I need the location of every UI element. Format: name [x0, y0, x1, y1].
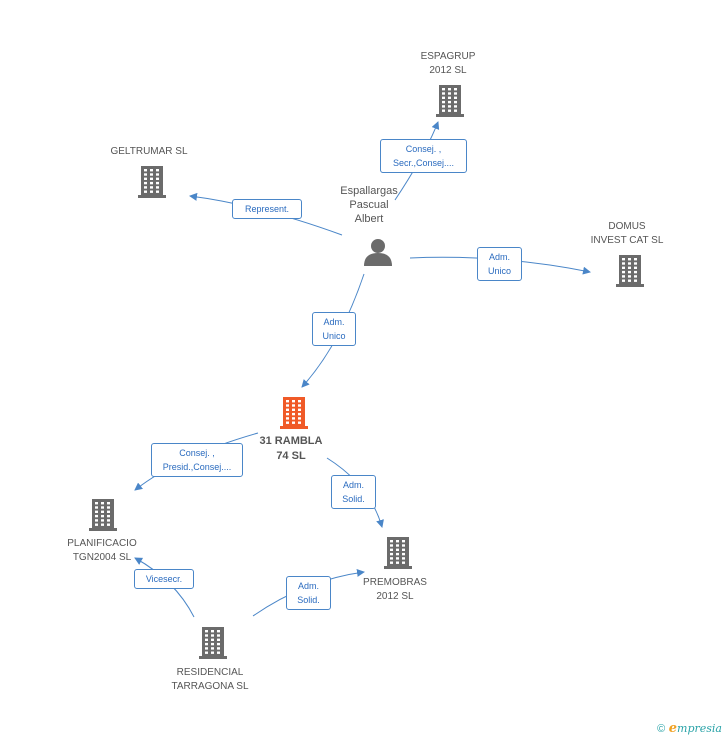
edge-label-line: Unico — [322, 331, 346, 341]
edge-label-rambla-to-premobras[interactable]: Adm. Solid. — [331, 475, 376, 509]
building-icon-rambla[interactable] — [280, 397, 308, 429]
edge-label-line: Solid. — [342, 494, 365, 504]
node-label-line: Pascual — [349, 199, 389, 211]
edge-label-line: Secr.,Consej.... — [392, 158, 455, 168]
edge-label-line: Adm. — [342, 480, 364, 490]
node-label-domus[interactable]: DOMUS INVEST CAT SL — [577, 220, 677, 248]
node-label-premobras[interactable]: PREMOBRAS 2012 SL — [345, 576, 445, 604]
building-icon-planificacio[interactable] — [89, 499, 117, 531]
copyright-symbol: © — [657, 723, 666, 735]
building-icon-geltrumar[interactable] — [138, 166, 166, 198]
brand-footer[interactable]: © empresia — [657, 721, 722, 736]
node-label-line: 2012 SL — [376, 591, 414, 602]
edge-label-to-espagrup[interactable]: Consej. , Secr.,Consej.... — [380, 139, 467, 173]
node-label-line: Albert — [354, 213, 384, 225]
edge-label-to-geltrumar[interactable]: Represent. — [232, 199, 302, 219]
edge-label-to-domus[interactable]: Adm. Unico — [477, 247, 522, 281]
node-label-line: 74 SL — [276, 450, 306, 462]
node-label-line: GELTRUMAR SL — [110, 146, 188, 157]
edge-label-line: Vicesecr. — [145, 574, 183, 584]
edge-label-line: Represent. — [244, 204, 290, 214]
node-label-line: DOMUS — [608, 221, 646, 232]
node-label-line: Espallargas — [340, 185, 398, 197]
node-label-rambla[interactable]: 31 RAMBLA 74 SL — [241, 434, 341, 464]
building-icon-espagrup[interactable] — [436, 85, 464, 117]
edge-label-rambla-to-planificacio[interactable]: Consej. , Presid.,Consej.... — [151, 443, 243, 477]
brand-logo-e: e — [668, 721, 678, 736]
node-label-line: 2012 SL — [429, 65, 467, 76]
node-label-geltrumar[interactable]: GELTRUMAR SL — [99, 145, 199, 159]
edge-label-line: Consej. , — [179, 448, 215, 458]
edge-label-line: Unico — [487, 266, 511, 276]
edge-label-line: Solid. — [297, 595, 320, 605]
building-icon-domus[interactable] — [616, 255, 644, 287]
edge-label-line: Adm. — [488, 252, 510, 262]
brand-logo-text: mpresia — [677, 722, 722, 735]
building-icon-residencial[interactable] — [199, 627, 227, 659]
edge-label-line: Adm. — [323, 317, 345, 327]
node-label-line: TGN2004 SL — [72, 552, 132, 563]
node-label-line: ESPAGRUP — [420, 51, 476, 62]
edge-label-line: Consej. , — [405, 144, 442, 154]
person-icon-espallargas[interactable] — [364, 239, 392, 266]
node-label-line: PREMOBRAS — [363, 577, 427, 588]
edge-label-line: Presid.,Consej.... — [162, 462, 232, 472]
node-label-espagrup[interactable]: ESPAGRUP 2012 SL — [398, 50, 498, 78]
node-label-line: RESIDENCIAL — [176, 667, 244, 678]
node-label-line: 31 RAMBLA — [259, 435, 323, 447]
node-label-line: TARRAGONA SL — [171, 681, 249, 692]
edge-label-to-rambla[interactable]: Adm. Unico — [312, 312, 356, 346]
node-label-planificacio[interactable]: PLANIFICACIO TGN2004 SL — [52, 537, 152, 565]
edge-label-residencial-to-premobras[interactable]: Adm. Solid. — [286, 576, 331, 610]
edge-label-line: Adm. — [297, 581, 319, 591]
node-label-line: INVEST CAT SL — [590, 235, 664, 246]
edge-label-residencial-to-planificacio[interactable]: Vicesecr. — [134, 569, 194, 589]
node-label-espallargas[interactable]: Espallargas Pascual Albert — [319, 184, 419, 226]
node-label-residencial[interactable]: RESIDENCIAL TARRAGONA SL — [160, 666, 260, 694]
building-icon-premobras[interactable] — [384, 537, 412, 569]
node-label-line: PLANIFICACIO — [67, 538, 137, 549]
